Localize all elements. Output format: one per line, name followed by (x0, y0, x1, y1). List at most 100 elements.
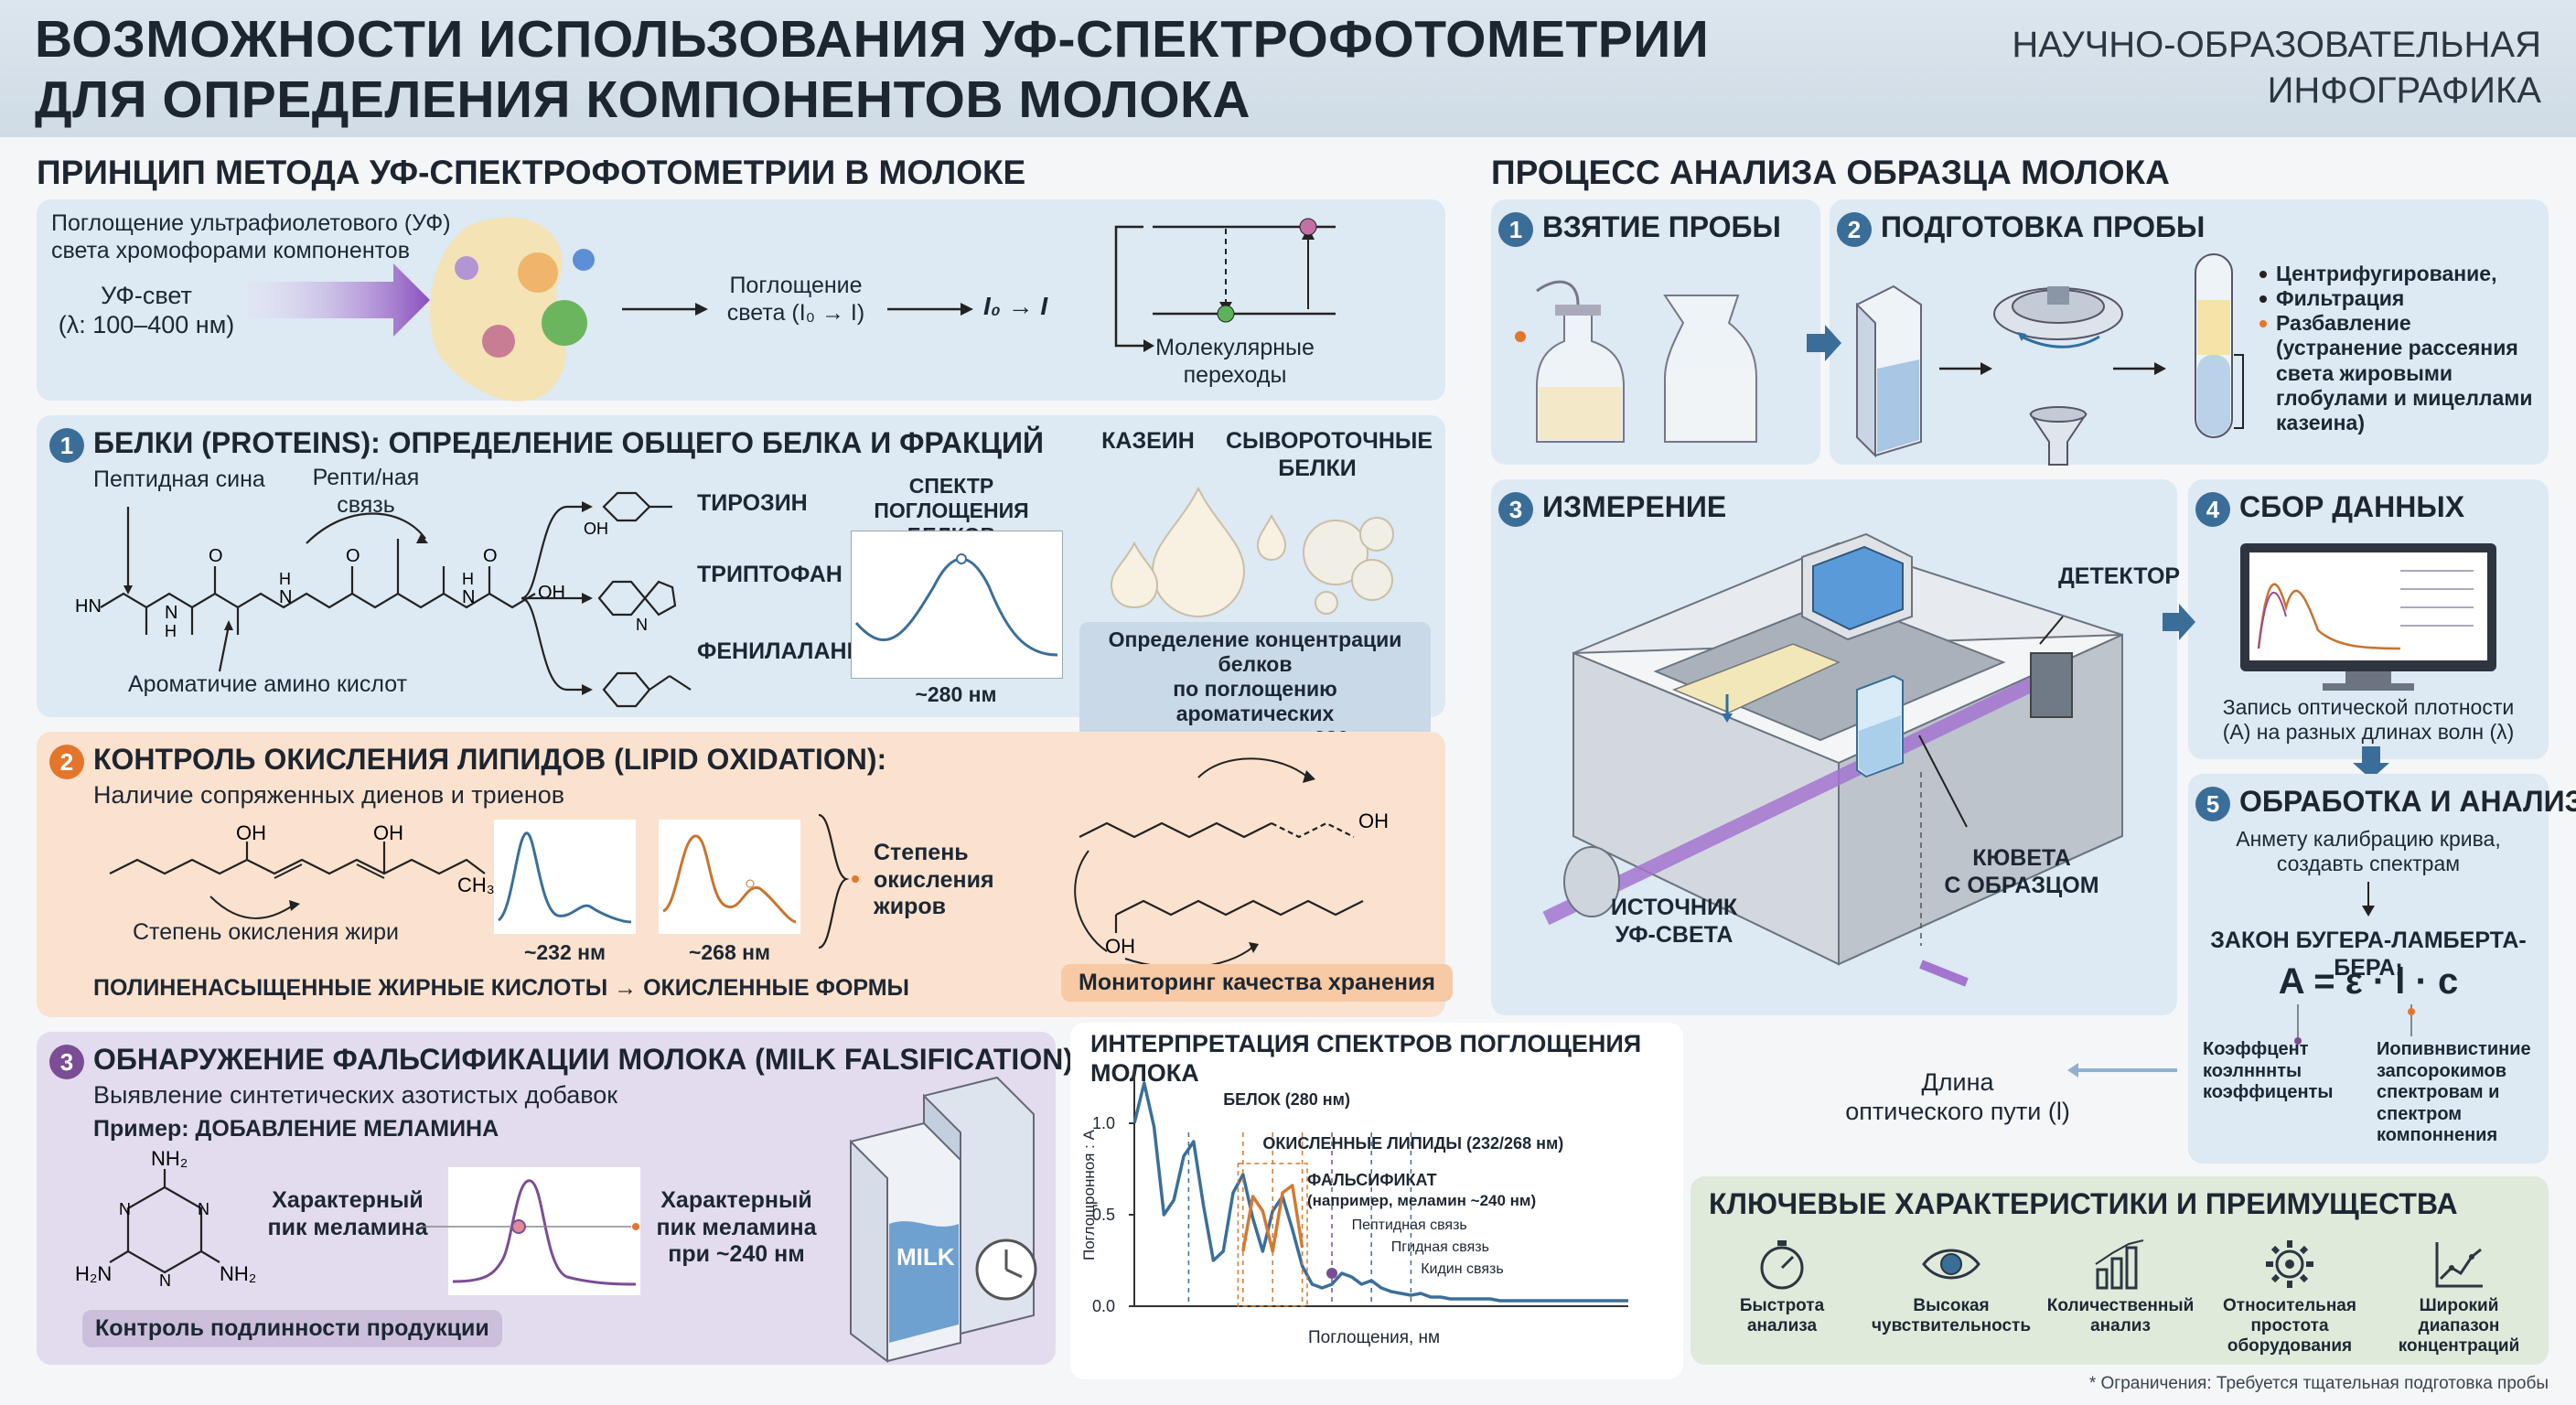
limitations-footnote: * Ограничения: Требуется тщательная подг… (2088, 1374, 2549, 1393)
spectrophotometer-illustration (1542, 532, 2123, 987)
uv-beam (1542, 673, 2044, 926)
step4-description: Запись оптической плотности (A) на разны… (2197, 695, 2539, 745)
coefficient-left-label: Коэффцент коэлнннты коэффиценты (2203, 1039, 2333, 1104)
uv-source-line-2: УФ-СВЕТА (1615, 921, 1733, 948)
monitor-spectrum-purple (2258, 591, 2287, 649)
monitor-stand (2345, 671, 2391, 684)
annotation-pgidnaya: Пгидная связь (1391, 1239, 1489, 1255)
prep-bullet-3: Разбавление (2276, 311, 2411, 336)
advantage-speed-line-1: Быстрота (1739, 1296, 1825, 1315)
casein-drop-tiny (1256, 513, 1287, 562)
subtitle-line-2: ИНФОГРАФИКА (2267, 70, 2541, 111)
step4-title: 4 СБОР ДАННЫХ (2195, 490, 2464, 527)
prep-arrowhead-2 (2154, 362, 2166, 375)
chem-n-1: N (165, 603, 177, 623)
uv-source-label: ИСТОЧНИК УФ-СВЕТА (1592, 895, 1756, 949)
advantage-item-speed: Быстрота анализа (1700, 1237, 1864, 1336)
peak-left-line-1: Характерный (272, 1187, 424, 1213)
step3-to-step4-arrow (2163, 604, 2195, 640)
whey-line-1: СЫВОРОТОЧНЫЕ (1226, 428, 1433, 454)
annotation-protein: БЕЛОК (280 нм) (1223, 1090, 1350, 1109)
bullet-dot-2 (2259, 295, 2267, 303)
milk-carton-band (1877, 359, 1919, 453)
stopwatch-icon (1760, 1240, 1804, 1290)
chem-hn: HN (75, 596, 102, 617)
light-absorption-label: Поглощение света (I₀ → I) (695, 273, 896, 327)
process-section-title: ПРОЦЕСС АНАЛИЗА ОБРАЗЦА МОЛОКА (1491, 154, 2170, 191)
test-tube-illustration (2195, 253, 2244, 438)
step4-number-badge: 4 (2195, 491, 2230, 527)
bracket-arrow (1143, 339, 1154, 352)
interpretation-panel: ИНТЕРПРЕТАЦИЯ СПЕКТРОВ ПОГЛОЩЕНИЯ МОЛОКА… (1070, 1023, 1683, 1379)
advantage-range-line-1: Широкий диапазон (2418, 1296, 2500, 1335)
prep-bullet-2: Фильтрация (2276, 286, 2405, 311)
detector-leader (2039, 616, 2064, 645)
chromophore-2 (542, 300, 587, 346)
step5-text-1: Анмету калибрацию крива, (2236, 827, 2501, 851)
chem-n-ring-3: N (119, 1200, 131, 1218)
diene-peak-label: ~232 нм (523, 940, 606, 964)
subtitle-line-1: НАУЧНО-ОБРАЗОВАТЕЛЬНАЯ (2012, 25, 2541, 65)
diene-spectrum-box (494, 820, 636, 934)
y-axis-label: Поглощронноя : A (1080, 1129, 1098, 1260)
coef-right-3: спектровам и (2377, 1082, 2500, 1103)
cuvette-label: КЮВЕТА С ОБРАЗЦОМ (1921, 845, 2122, 899)
optical-path-line-2: оптического пути (l) (1845, 1097, 2070, 1125)
proteins-number-badge: 1 (49, 427, 84, 463)
step1-number-badge: 1 (1498, 211, 1533, 247)
prep-detail-3: глобулами и мицеллами (2276, 385, 2533, 410)
annotation-kidin: Кидин связь (1421, 1261, 1503, 1277)
melamine-marker (1326, 1268, 1337, 1279)
header-banner: ВОЗМОЖНОСТИ ИСПОЛЬЗОВАНИЯ УФ-СПЕКТРОФОТО… (0, 0, 2576, 137)
uv-light-label: УФ-свет (λ: 100–400 нм) (55, 282, 238, 340)
annotation-falsification: ФАЛЬСИФИКАТ (1307, 1171, 1437, 1189)
step4-text-2: (A) на разных длинах волн (λ) (2222, 720, 2515, 745)
gear-icon (2266, 1240, 2313, 1288)
annotation-lipids: ОКИСЛЕННЫЕ ЛИПИДЫ (232/268 нм) (1262, 1134, 1563, 1153)
lipids-subtitle: Наличие сопряженных диенов и триенов (93, 781, 565, 809)
step5-title-text: ОБРАБОТКА И АНАЛИЗ (2239, 785, 2576, 818)
step4-title-text: СБОР ДАННЫХ (2239, 490, 2465, 523)
peptide-structure: HN N H O N H O N H O OH (75, 507, 565, 672)
principle-section-title: ПРИНЦИП МЕТОДА УФ-СПЕКТРОФОТОМЕТРИИ В МО… (37, 154, 1026, 191)
principle-panel: Поглощение ультрафиолетового (УФ) света … (37, 199, 1445, 402)
chem-nh2-top: NH₂ (151, 1147, 188, 1170)
advantage-simplicity-line-2: простота оборудования (2227, 1316, 2353, 1356)
bottle-1-tube (1536, 280, 1580, 306)
step5-description: Анмету калибрацию крива, создавть спектр… (2197, 827, 2539, 876)
chromophore-1 (518, 252, 558, 293)
uv-arrow (247, 263, 430, 337)
chem-h-1: H (165, 622, 177, 640)
coef-left-3: коэффиценты (2203, 1082, 2334, 1103)
melamine-example: Пример: ДОБАВЛЕНИЕ МЕЛАМИНА (93, 1116, 499, 1142)
coef-right-5: компоннения (2377, 1125, 2498, 1146)
advantage-item-sensitivity: Высокая чувствительность (1869, 1237, 2034, 1336)
advantage-sensitivity-line-1: Высокая (1913, 1296, 1990, 1315)
protein-spectrum-title: СПЕКТР ПОГЛОЩЕНИЯ БЕЛКОВ (832, 474, 1070, 548)
melamine-peak-marker (511, 1219, 526, 1234)
prep-detail-1: (устранение рассеяния (2276, 336, 2518, 360)
sample-indicator-head (1722, 713, 1733, 723)
peak-left-line-2: пик меламина (267, 1214, 428, 1240)
step1-title-text: ВЗЯТИЕ ПРОБЫ (1542, 210, 1781, 243)
centrifuge-rotation-arrow (2021, 335, 2100, 349)
oxidation-degree-label: Степень окисления жири (133, 919, 399, 945)
detector-label: ДЕТЕКТОР (2058, 563, 2181, 589)
conjugated-diene-structure: OH OH CH₃ (109, 821, 495, 919)
tryptophan-label: ТРИПТОФАН (697, 562, 843, 587)
excited-electron (1299, 218, 1317, 236)
step5-text-2: создавть спектрам (2276, 852, 2461, 876)
chem-ch3: CH₃ (457, 874, 495, 896)
formula-leaders (2294, 1004, 2415, 1045)
chem-h2n-left: H₂N (75, 1262, 112, 1285)
diene-spectrum-curve (497, 831, 632, 924)
step4-to-step5-arrow (2353, 746, 2389, 779)
peptide-bond-line-1: Репти/ная (312, 465, 420, 490)
milk-drops-illustration (1110, 486, 1394, 618)
monitor-spectrum-orange (2257, 583, 2401, 650)
degree-line-2: окисления (874, 866, 994, 893)
